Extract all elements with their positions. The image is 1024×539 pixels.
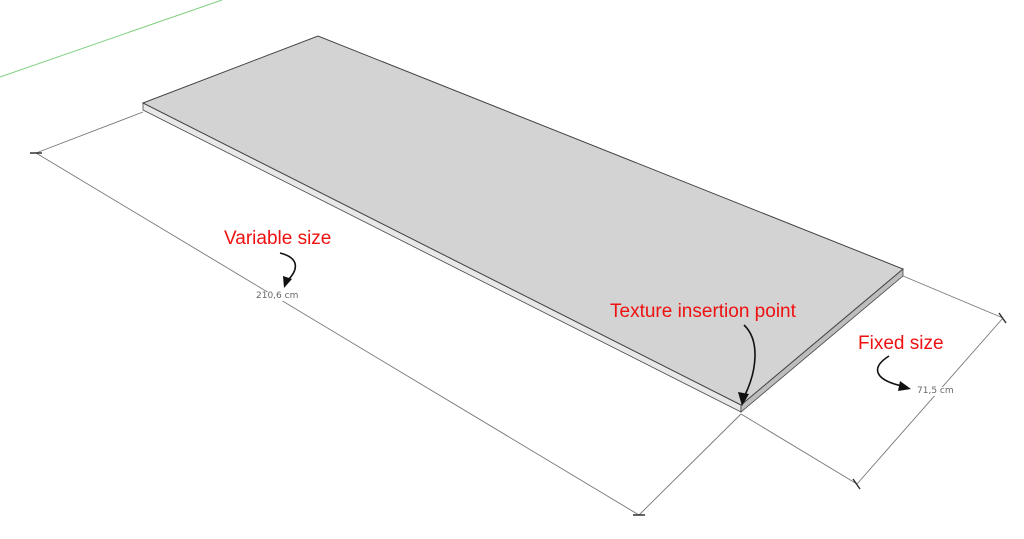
width-dimension-label: 71,5 cm bbox=[916, 386, 955, 396]
width-tick-top bbox=[998, 312, 1007, 324]
texture-insertion-arrow bbox=[738, 324, 756, 406]
green-axis-line bbox=[0, 0, 223, 78]
width-dimension-line bbox=[856, 317, 1004, 485]
length-dimension-line bbox=[35, 152, 640, 516]
variable-size-annotation: Variable size bbox=[224, 228, 332, 249]
width-tick-bottom bbox=[852, 478, 861, 490]
width-extension-line-right bbox=[902, 275, 1004, 319]
fixed-size-annotation: Fixed size bbox=[858, 333, 944, 354]
variable-size-arrow bbox=[279, 252, 297, 288]
length-extension-line-left bbox=[35, 111, 144, 154]
width-extension-line-front bbox=[740, 413, 858, 485]
texture-insertion-point-annotation: Texture insertion point bbox=[610, 301, 796, 322]
length-dimension-label: 210,6 cm bbox=[255, 291, 300, 301]
slab-top-face bbox=[141, 35, 904, 406]
length-extension-line-front bbox=[638, 413, 742, 516]
fixed-size-arrow bbox=[876, 355, 911, 391]
